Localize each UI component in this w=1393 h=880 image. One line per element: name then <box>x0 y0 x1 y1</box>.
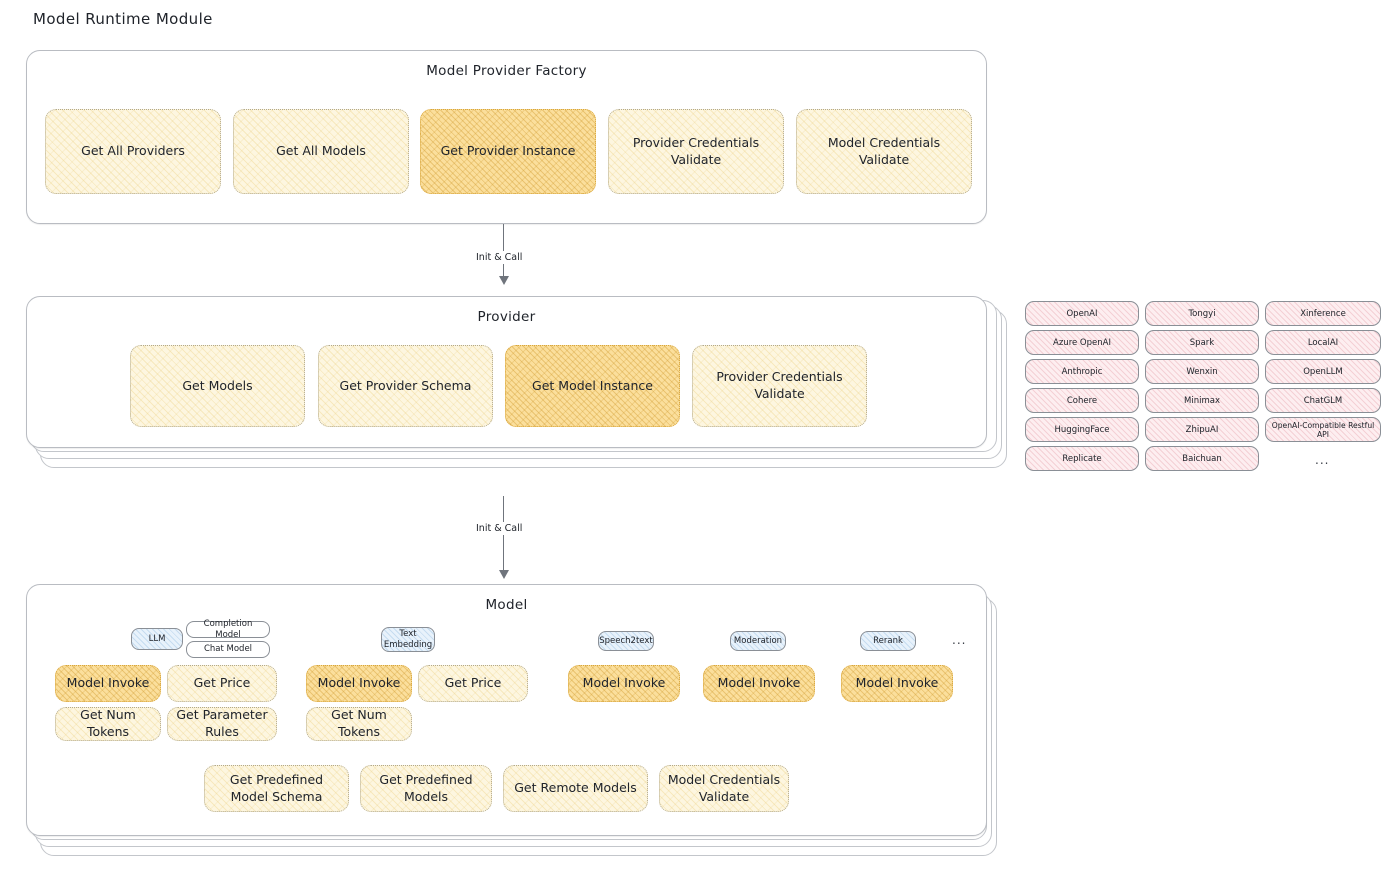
op-moderation-model-invoke[interactable]: Model Invoke <box>703 665 815 702</box>
op-get-provider-schema[interactable]: Get Provider Schema <box>318 345 493 427</box>
op-get-all-providers[interactable]: Get All Providers <box>45 109 221 194</box>
model-type-badge-speech2text[interactable]: Speech2text <box>598 631 654 651</box>
op-provider-credentials-validate[interactable]: Provider Credentials Validate <box>608 109 784 194</box>
provider-chip-localai[interactable]: LocalAI <box>1265 330 1381 355</box>
arrow-factory-to-provider-label: Init & Call <box>472 251 527 264</box>
provider-panel: Provider Get Models Get Provider Schema … <box>26 296 987 448</box>
provider-chip-openllm[interactable]: OpenLLM <box>1265 359 1381 384</box>
op-rerank-model-invoke[interactable]: Model Invoke <box>841 665 953 702</box>
provider-list: OpenAI Azure OpenAI Anthropic Cohere Hug… <box>1025 300 1381 475</box>
model-subtype-badge-completion-model[interactable]: Completion Model <box>186 619 270 640</box>
provider-chip-huggingface[interactable]: HuggingFace <box>1025 417 1139 442</box>
op-get-remote-models[interactable]: Get Remote Models <box>503 765 648 812</box>
op-llm-get-price[interactable]: Get Price <box>167 665 277 702</box>
provider-chip-anthropic[interactable]: Anthropic <box>1025 359 1139 384</box>
provider-chip-spark[interactable]: Spark <box>1145 330 1259 355</box>
op-get-model-instance[interactable]: Get Model Instance <box>505 345 680 427</box>
provider-chip-chatglm[interactable]: ChatGLM <box>1265 388 1381 413</box>
provider-list-more: ... <box>1315 453 1330 467</box>
model-title: Model <box>485 597 528 613</box>
arrow-factory-to-provider-head <box>499 276 509 285</box>
provider-chip-azure-openai[interactable]: Azure OpenAI <box>1025 330 1139 355</box>
provider-chip-replicate[interactable]: Replicate <box>1025 446 1139 471</box>
provider-chip-tongyi[interactable]: Tongyi <box>1145 301 1259 326</box>
provider-chip-minimax[interactable]: Minimax <box>1145 388 1259 413</box>
op-provider-credentials-validate-2[interactable]: Provider Credentials Validate <box>692 345 867 427</box>
provider-chip-cohere[interactable]: Cohere <box>1025 388 1139 413</box>
model-types-more: ... <box>952 633 967 647</box>
provider-chip-baichuan[interactable]: Baichuan <box>1145 446 1259 471</box>
model-provider-factory-panel: Model Provider Factory Get All Providers… <box>26 50 987 224</box>
op-get-predefined-models[interactable]: Get Predefined Models <box>360 765 492 812</box>
provider-title: Provider <box>477 309 536 325</box>
op-text-embedding-model-invoke[interactable]: Model Invoke <box>306 665 412 702</box>
model-subtype-badge-chat-model[interactable]: Chat Model <box>186 641 270 658</box>
model-type-badge-text-embedding[interactable]: Text Embedding <box>381 627 435 652</box>
model-panel: Model LLM Completion Model Chat Model Mo… <box>26 584 987 836</box>
provider-chip-openai[interactable]: OpenAI <box>1025 301 1139 326</box>
op-get-provider-instance[interactable]: Get Provider Instance <box>420 109 596 194</box>
op-llm-model-invoke[interactable]: Model Invoke <box>55 665 161 702</box>
op-llm-get-parameter-rules[interactable]: Get Parameter Rules <box>167 707 277 741</box>
model-type-badge-llm[interactable]: LLM <box>131 628 183 650</box>
model-type-badge-rerank[interactable]: Rerank <box>860 631 916 651</box>
provider-chip-wenxin[interactable]: Wenxin <box>1145 359 1259 384</box>
op-get-models[interactable]: Get Models <box>130 345 305 427</box>
model-type-badge-moderation[interactable]: Moderation <box>730 631 786 651</box>
op-text-embedding-get-price[interactable]: Get Price <box>418 665 528 702</box>
op-get-all-models[interactable]: Get All Models <box>233 109 409 194</box>
provider-chip-xinference[interactable]: Xinference <box>1265 301 1381 326</box>
arrow-provider-to-model-label: Init & Call <box>472 522 527 535</box>
op-model-credentials-validate[interactable]: Model Credentials Validate <box>796 109 972 194</box>
op-model-credentials-validate-2[interactable]: Model Credentials Validate <box>659 765 789 812</box>
model-provider-factory-title: Model Provider Factory <box>426 63 587 79</box>
op-speech2text-model-invoke[interactable]: Model Invoke <box>568 665 680 702</box>
page-title: Model Runtime Module <box>33 10 213 28</box>
arrow-provider-to-model-head <box>499 570 509 579</box>
provider-chip-openai-compatible-restful-api[interactable]: OpenAI-Compatible Restful API <box>1265 417 1381 442</box>
provider-chip-zhipuai[interactable]: ZhipuAI <box>1145 417 1259 442</box>
op-get-predefined-model-schema[interactable]: Get Predefined Model Schema <box>204 765 349 812</box>
arrow-provider-to-model-line <box>503 496 505 576</box>
op-text-embedding-get-num-tokens[interactable]: Get Num Tokens <box>306 707 412 741</box>
op-llm-get-num-tokens[interactable]: Get Num Tokens <box>55 707 161 741</box>
